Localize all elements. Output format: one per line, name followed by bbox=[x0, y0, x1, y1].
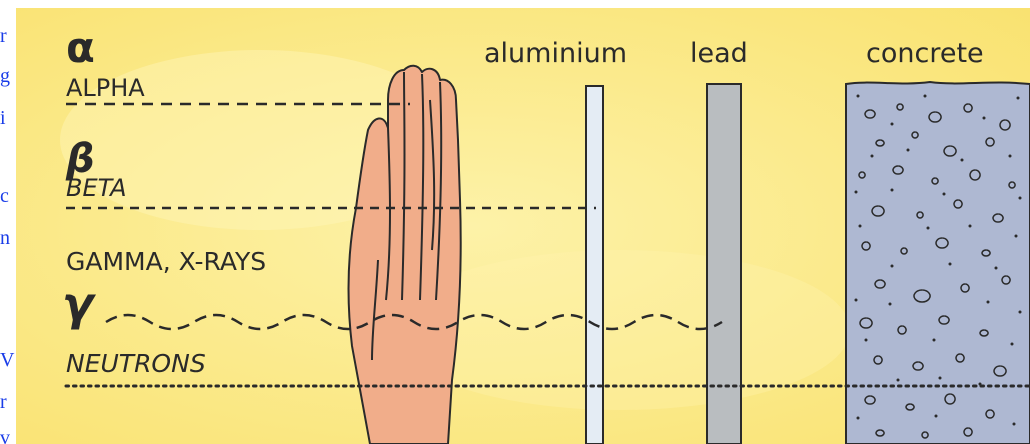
gamma-symbol: γ bbox=[62, 277, 97, 331]
aluminium-sheet bbox=[586, 86, 603, 444]
edge-link[interactable]: c bbox=[0, 186, 9, 206]
edge-link[interactable]: r bbox=[0, 392, 7, 412]
concrete-label: concrete bbox=[866, 38, 984, 69]
radiation-penetration-illustration: α ALPHA β BETA GAMMA, X-RAYS γ NEUTRONS … bbox=[16, 8, 1030, 444]
lead-sheet bbox=[707, 84, 741, 444]
alpha-symbol: α bbox=[66, 23, 95, 72]
edge-link[interactable]: g bbox=[0, 66, 10, 86]
edge-link[interactable]: n bbox=[0, 228, 10, 248]
edge-link[interactable]: v bbox=[0, 428, 10, 444]
lead-label: lead bbox=[690, 38, 748, 69]
aluminium-label: aluminium bbox=[484, 38, 627, 69]
left-edge-link-strip: r g i c n V r v bbox=[0, 0, 16, 444]
neutrons-label: NEUTRONS bbox=[66, 349, 206, 378]
beta-label: BETA bbox=[66, 174, 127, 202]
edge-link[interactable]: i bbox=[0, 108, 6, 128]
edge-link[interactable]: V bbox=[0, 350, 14, 370]
edge-link[interactable]: r bbox=[0, 26, 7, 46]
alpha-label: ALPHA bbox=[66, 74, 145, 102]
concrete-block bbox=[846, 82, 1030, 444]
gamma-label: GAMMA, X-RAYS bbox=[66, 247, 266, 276]
illustration-svg: α ALPHA β BETA GAMMA, X-RAYS γ NEUTRONS … bbox=[16, 8, 1030, 444]
